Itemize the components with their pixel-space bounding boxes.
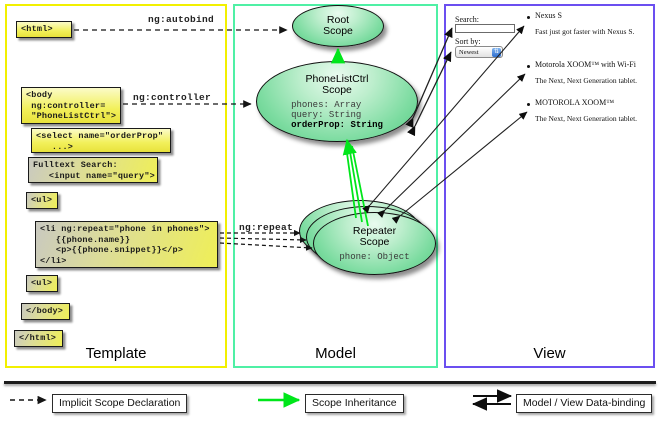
scope-repeater-front: Repeater Scope phone: Object bbox=[313, 212, 436, 275]
view-search-label: Search: bbox=[455, 15, 479, 24]
code-box-search-input: Fulltext Search: <input name="query"> bbox=[28, 157, 158, 183]
code-box-html-open: <html> bbox=[16, 21, 72, 38]
legend-model-view-data-binding: Model / View Data-binding bbox=[516, 394, 653, 413]
scope-phonelistctrl-props: phones: Array query: String orderProp: S… bbox=[291, 100, 383, 130]
phone-name: Nexus S bbox=[535, 11, 562, 20]
phone-snippet: Fast just got faster with Nexus S. bbox=[535, 27, 635, 36]
scope-phonelistctrl: PhoneListCtrl Scope phones: Array query:… bbox=[256, 61, 418, 142]
panel-template-title: Template bbox=[85, 345, 147, 362]
scope-repeater-title-line2: Scope bbox=[359, 236, 390, 248]
panel-view-title: View bbox=[533, 345, 566, 362]
scope-root: Root Scope bbox=[292, 5, 384, 47]
arrow-label-repeat: ng:repeat bbox=[239, 222, 294, 233]
scope-prop-orderprop: orderProp: String bbox=[291, 119, 383, 130]
scope-root-title-line1: Root bbox=[326, 13, 350, 26]
scope-phonelistctrl-title-line1: PhoneListCtrl bbox=[305, 72, 369, 85]
view-search-input[interactable] bbox=[455, 24, 515, 33]
phone-name: MOTOROLA XOOM™ bbox=[535, 98, 615, 107]
list-bullet bbox=[527, 65, 530, 68]
code-box-select-tag: <select name="orderProp" ...> bbox=[31, 128, 171, 153]
chevron-updown-icon: ⇅ bbox=[492, 48, 501, 57]
phone-name: Motorola XOOM™ with Wi-Fi bbox=[535, 60, 636, 69]
phone-snippet: The Next, Next Generation tablet. bbox=[535, 114, 638, 123]
code-box-li-repeat: <li ng:repeat="phone in phones"> {{phone… bbox=[35, 221, 218, 268]
scope-root-title-line2: Scope bbox=[323, 25, 353, 37]
phone-snippet: The Next, Next Generation tablet. bbox=[535, 76, 638, 85]
code-box-ul-open: <ul> bbox=[26, 192, 58, 209]
code-box-html-close: </html> bbox=[14, 330, 63, 347]
arrow-label-autobind: ng:autobind bbox=[148, 14, 215, 25]
legend-implicit-scope-declaration: Implicit Scope Declaration bbox=[52, 394, 188, 413]
panel-model-title: Model bbox=[315, 345, 356, 362]
panel-view: View bbox=[444, 4, 655, 368]
legend-divider bbox=[4, 381, 656, 384]
code-box-ul-close: <ul> bbox=[26, 275, 58, 292]
code-box-body-open: <body ng:controller= "PhoneListCtrl"> bbox=[21, 87, 121, 124]
code-box-body-close: </body> bbox=[21, 303, 70, 320]
scope-repeater-props: phone: Object bbox=[339, 252, 409, 262]
legend-scope-inheritance: Scope Inheritance bbox=[305, 394, 404, 413]
view-sort-label: Sort by: bbox=[455, 37, 481, 46]
scope-prop-phone: phone: Object bbox=[339, 251, 410, 262]
panel-model: Model bbox=[233, 4, 438, 368]
scope-prop-query: query: String bbox=[291, 109, 362, 120]
arrow-label-controller: ng:controller bbox=[133, 92, 212, 103]
view-sort-value: Newest bbox=[459, 49, 479, 56]
view-sort-select[interactable]: Newest ⇅ bbox=[455, 46, 503, 58]
scope-prop-phones: phones: Array bbox=[291, 99, 362, 110]
scope-phonelistctrl-title-line2: Scope bbox=[322, 84, 352, 96]
scope-repeater-title-line1: Repeater bbox=[352, 224, 397, 237]
list-bullet bbox=[527, 103, 530, 106]
list-bullet bbox=[527, 16, 530, 19]
